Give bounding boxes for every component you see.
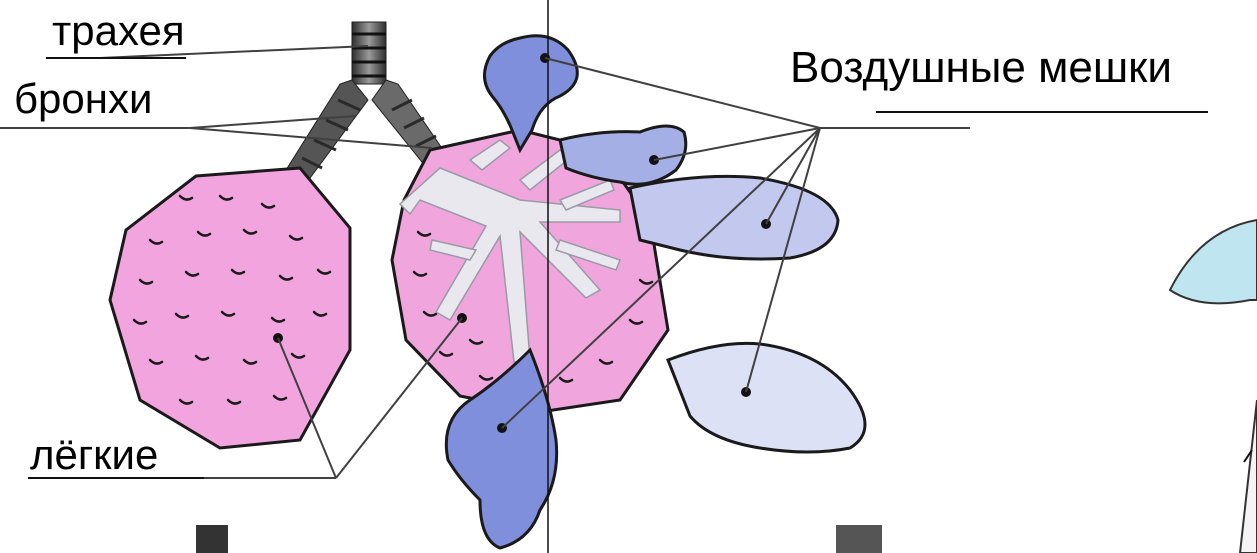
trachea-label: трахея xyxy=(52,10,185,52)
lungs-label: лёгкие xyxy=(30,434,158,476)
lower-trachea-fragment xyxy=(196,525,882,553)
air-sac-middle xyxy=(630,176,838,259)
air-sac-lower xyxy=(668,343,865,452)
right-side-fragment xyxy=(1170,220,1257,553)
left-lung xyxy=(110,168,350,448)
air-sacs-label: Воздушные мешки xyxy=(790,46,1172,90)
trachea xyxy=(352,22,386,84)
bronchi-label: бронхи xyxy=(14,78,152,120)
air-sac-top xyxy=(484,36,577,150)
